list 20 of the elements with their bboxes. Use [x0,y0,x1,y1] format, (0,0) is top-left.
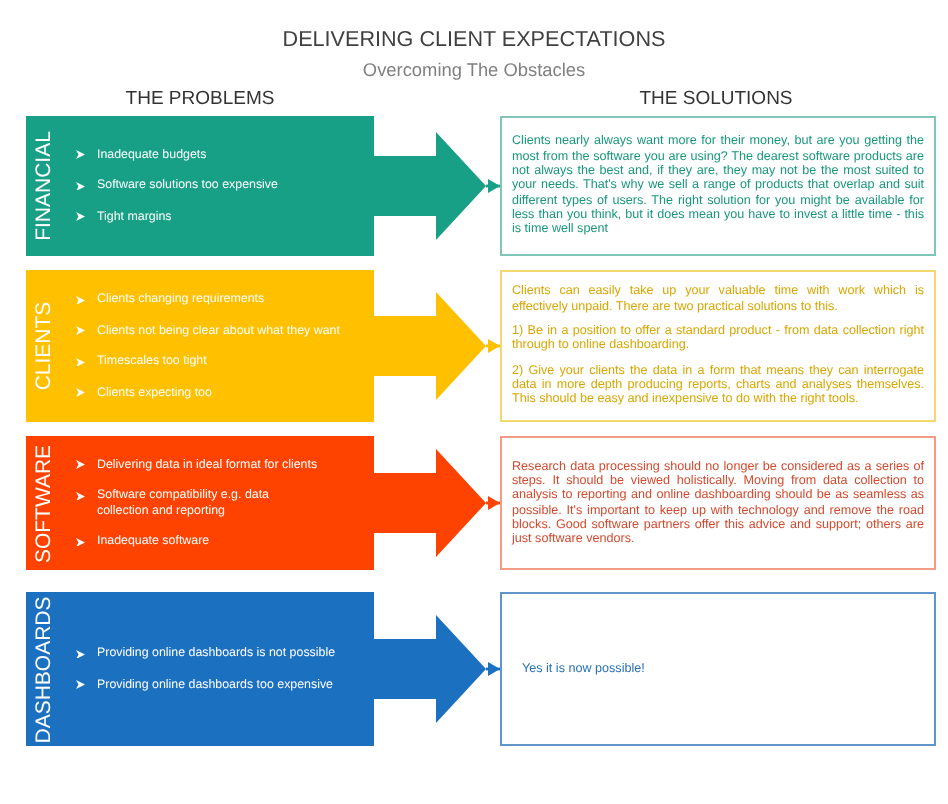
arrow [486,662,500,676]
category-label: FINANCIAL [34,131,55,241]
solution-box [500,436,936,570]
problem-panel [26,436,486,570]
arrow [486,179,500,193]
column-heading: THE SOLUTIONS [639,89,793,111]
column-heading: THE PROBLEMS [125,89,275,111]
solution-box [500,592,936,746]
solution-box [500,270,936,422]
category-label: CLIENTS [34,301,55,391]
problem-panel [26,592,486,746]
problem-panel [26,116,486,256]
subtitle: Overcoming The Obstacles [362,59,586,81]
category-label: DASHBOARDS [34,595,55,743]
category-label: SOFTWARE [34,443,55,563]
arrow [486,496,500,510]
solution-box [500,116,936,256]
title: DELIVERING CLIENT EXPECTATIONS [282,30,666,54]
problem-panel [26,270,486,422]
arrow [486,339,500,353]
